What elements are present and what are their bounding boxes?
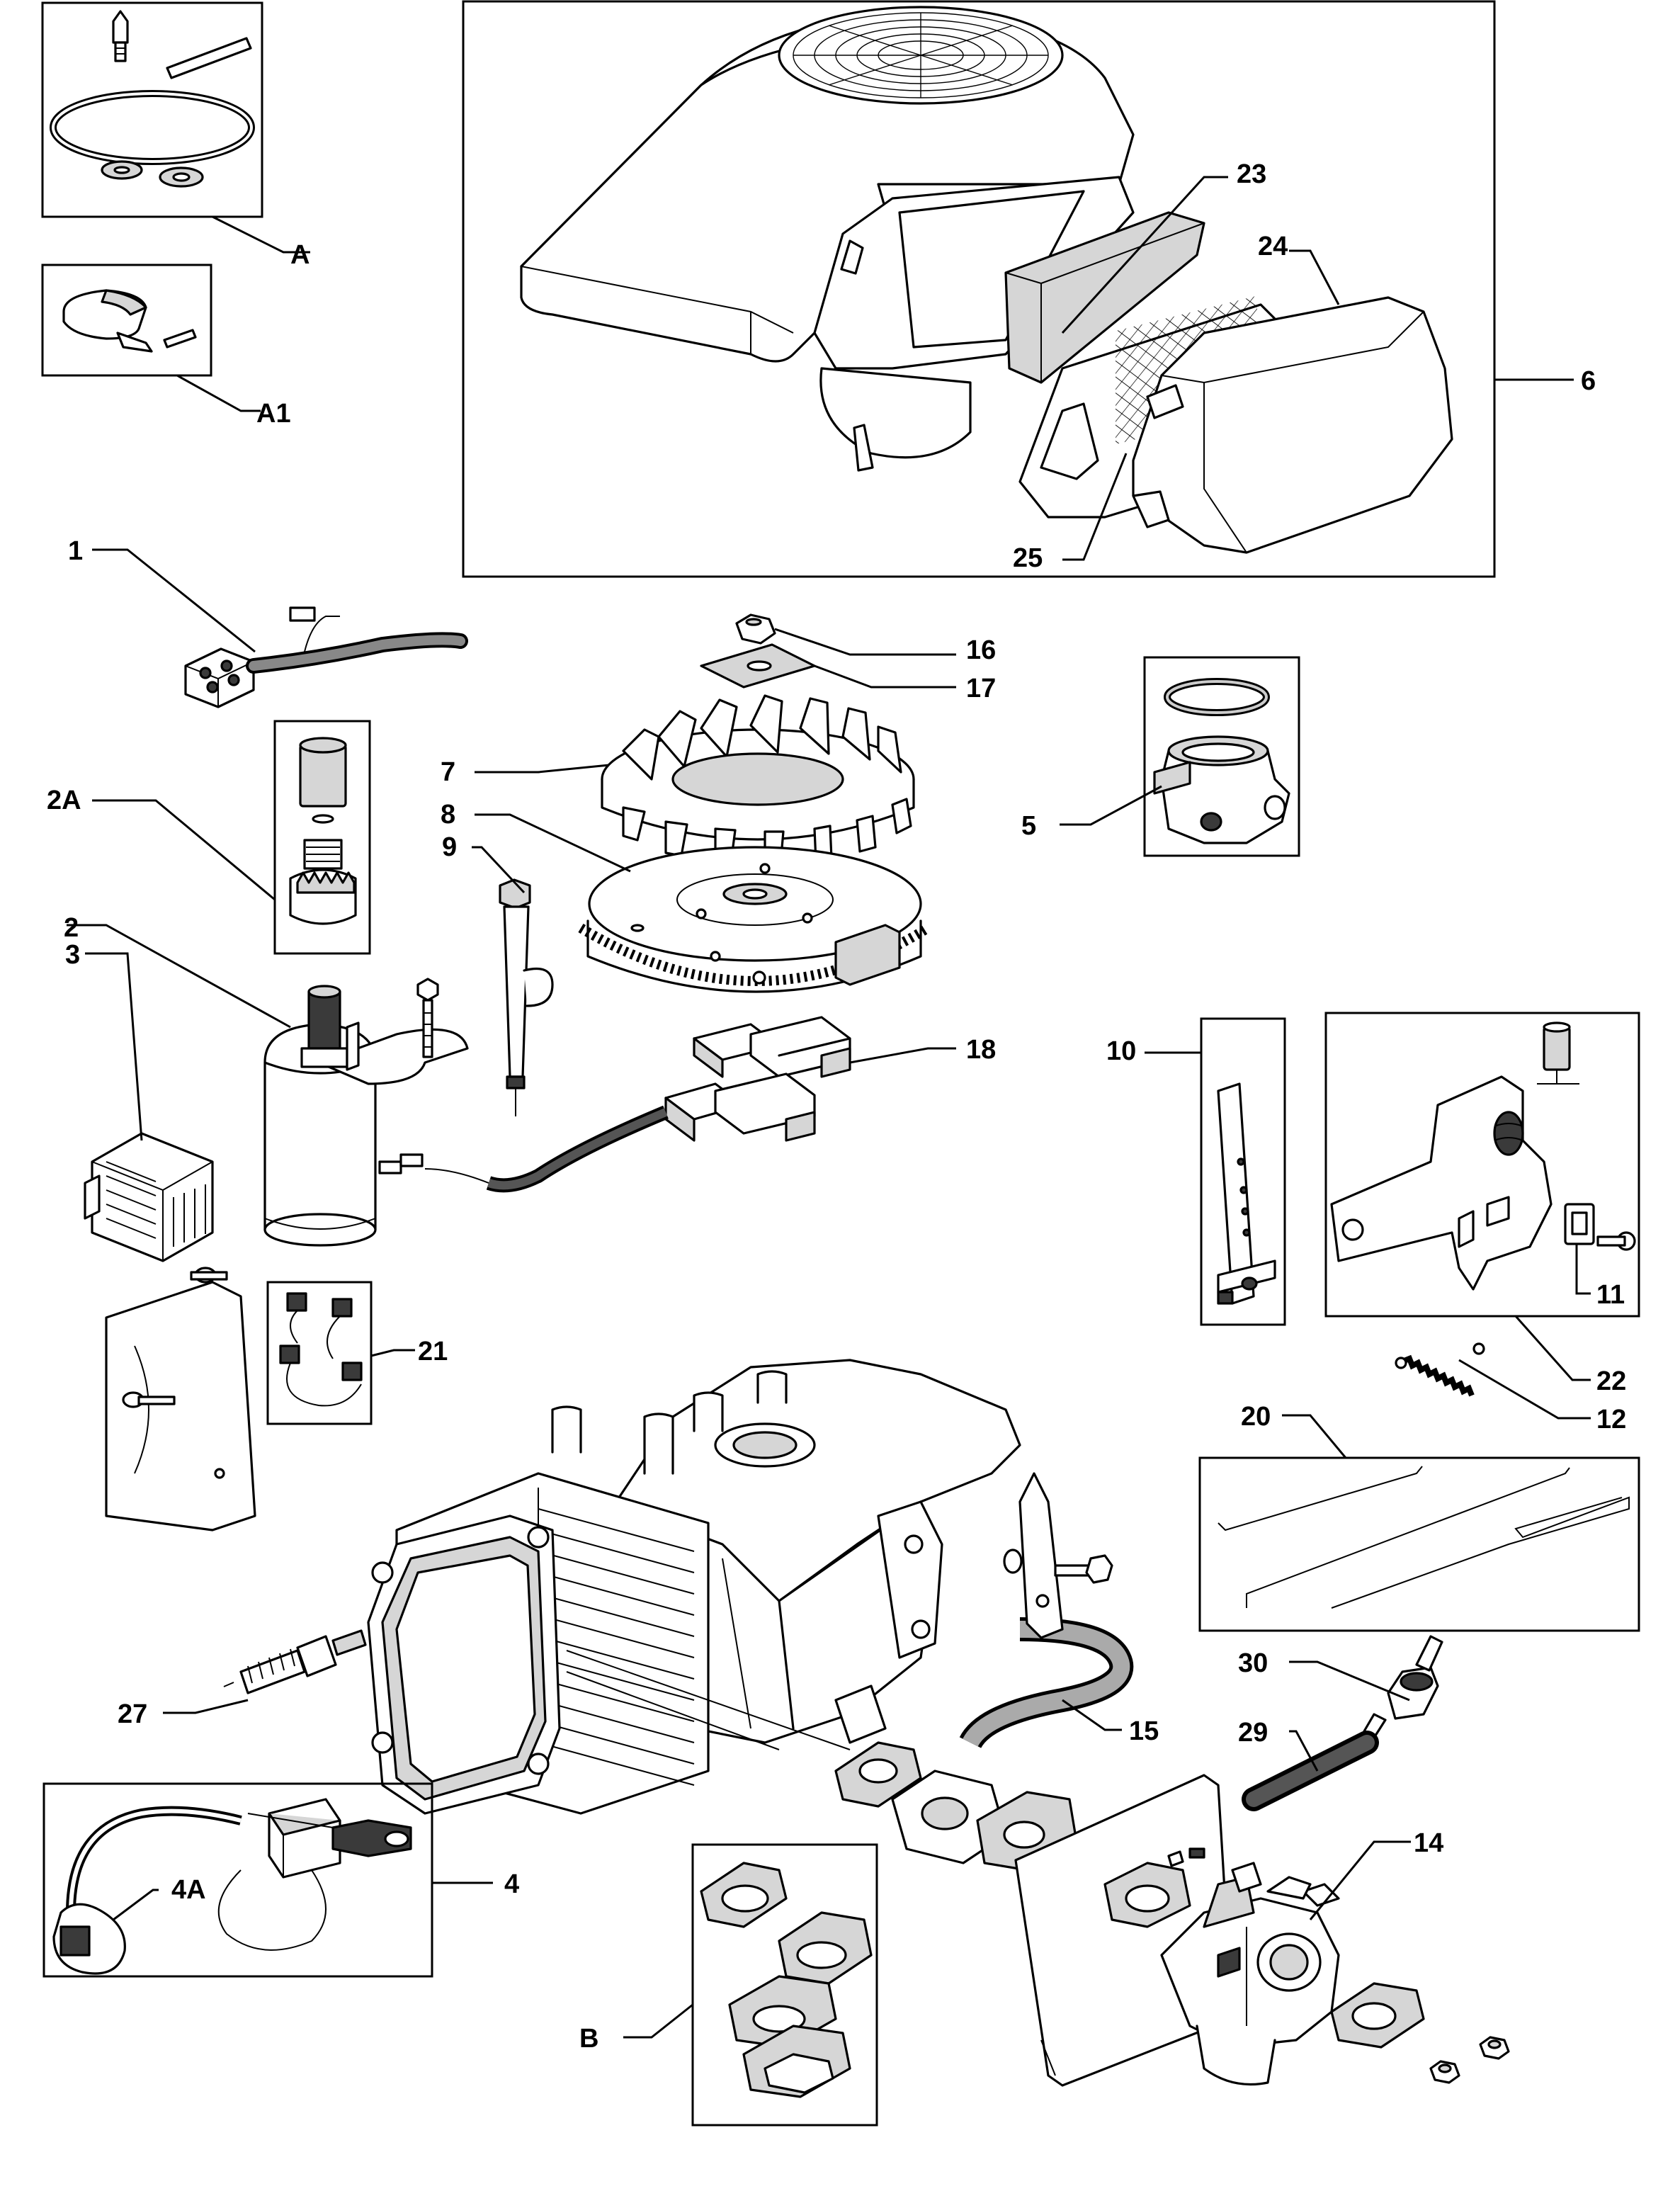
callout-3: 3 <box>65 940 80 970</box>
callout-6: 6 <box>1581 366 1596 396</box>
blower-housing <box>520 6 1135 472</box>
starter-drive-kit <box>289 737 357 925</box>
ignition-coil <box>66 1798 412 1951</box>
ignition-coil-box <box>42 1782 433 1978</box>
callout-29: 29 <box>1238 1718 1268 1748</box>
callout-16: 16 <box>966 635 996 665</box>
engine-block <box>367 1359 1021 1815</box>
callout-22: 22 <box>1596 1366 1626 1396</box>
carburetor <box>1160 1847 1340 2085</box>
callout-27: 27 <box>118 1699 147 1729</box>
breather-hose <box>959 1617 1134 1749</box>
callout-30: 30 <box>1238 1648 1268 1678</box>
carburetor-screw <box>1167 1847 1205 1867</box>
intake-gasket-1 <box>834 1741 922 1808</box>
callout-23: 23 <box>1237 159 1266 189</box>
callout-5: 5 <box>1021 811 1036 841</box>
callout-24: 24 <box>1258 232 1288 261</box>
callout-4: 4 <box>504 1869 519 1899</box>
callout-9: 9 <box>442 832 457 862</box>
mounting-bracket <box>1003 1472 1113 1639</box>
gasket-kit-box <box>691 1843 878 2127</box>
carburetor-adapter <box>1153 735 1290 844</box>
callout-18: 18 <box>966 1035 996 1065</box>
air-filter-group-box <box>462 0 1496 578</box>
callout-10: 10 <box>1106 1036 1136 1066</box>
callout-20: 20 <box>1241 1402 1271 1432</box>
callout-1: 1 <box>68 536 83 566</box>
kit-a-box <box>41 1 263 218</box>
rectifier <box>84 1132 214 1262</box>
callout-B: B <box>579 2024 598 2054</box>
callout-A: A <box>290 240 310 270</box>
fuel-filter <box>1363 1635 1443 1737</box>
starter-motor <box>263 978 469 1247</box>
flywheel-washer <box>700 643 816 689</box>
dipstick-tube <box>499 878 554 1116</box>
throttle-bracket-box <box>1324 1012 1640 1318</box>
brush-kit-box <box>266 1281 373 1425</box>
throttle-bracket <box>1330 1021 1579 1291</box>
gasket-kit <box>700 1862 873 2098</box>
flywheel-nut <box>735 613 776 645</box>
callout-A1: A1 <box>256 399 291 429</box>
governor-spring <box>1395 1342 1485 1397</box>
carburetor-nut-2 <box>1479 2036 1510 2060</box>
throttle-bracket-clip <box>1564 1203 1595 1245</box>
spark-plug-boot <box>52 1903 126 1975</box>
brush-kit <box>279 1292 363 1407</box>
spark-plug <box>223 1629 367 1694</box>
callout-12: 12 <box>1596 1405 1626 1434</box>
air-filter-cover <box>1132 296 1453 554</box>
callout-2: 2 <box>64 913 79 943</box>
flywheel <box>578 846 931 993</box>
starter-bolt <box>416 978 439 1058</box>
kit-a1-box <box>41 264 212 377</box>
callout-21: 21 <box>418 1337 448 1366</box>
control-lever <box>1217 1082 1276 1305</box>
callout-11: 11 <box>1596 1280 1625 1310</box>
mounting-bolt <box>1054 1554 1113 1584</box>
heat-shield-plate <box>105 1267 256 1532</box>
paper-filter-element <box>1004 211 1205 384</box>
linkage-rod-2 <box>1246 1467 1570 1608</box>
carburetor-nut-1 <box>1429 2060 1460 2084</box>
shield-screw-top <box>190 1267 228 1284</box>
carburetor-adapter-box <box>1143 656 1300 857</box>
kit-a-o-ring <box>50 90 255 165</box>
air-cleaner-gasket <box>1330 1982 1425 2049</box>
callout-25: 25 <box>1013 543 1043 573</box>
callout-8: 8 <box>441 800 455 830</box>
alternator-coils <box>378 1016 851 1193</box>
callout-14: 14 <box>1414 1828 1443 1858</box>
kit-a-pin <box>166 37 252 79</box>
linkage-rod-1 <box>1218 1466 1423 1532</box>
kit-a-needle-valve <box>112 10 129 62</box>
callout-2A: 2A <box>47 786 81 815</box>
callout-7: 7 <box>441 757 455 787</box>
callout-17: 17 <box>966 674 996 703</box>
fuel-hose <box>1242 1731 1379 1811</box>
cooling-fan <box>601 694 915 866</box>
kit-a-washers <box>101 160 204 188</box>
shield-screw-mid <box>122 1391 176 1408</box>
callout-15: 15 <box>1129 1716 1159 1746</box>
linkage-rods-box <box>1198 1456 1640 1632</box>
control-lever-box <box>1200 1017 1286 1326</box>
kit-a1-clamp <box>62 289 197 353</box>
callout-4A: 4A <box>171 1875 206 1905</box>
carburetor-gasket <box>1103 1862 1191 1928</box>
throttle-bracket-screw <box>1596 1231 1636 1251</box>
starter-drive-kit-box <box>273 720 371 955</box>
linkage-rod-3 <box>1331 1496 1630 1609</box>
wire-harness <box>184 606 468 708</box>
